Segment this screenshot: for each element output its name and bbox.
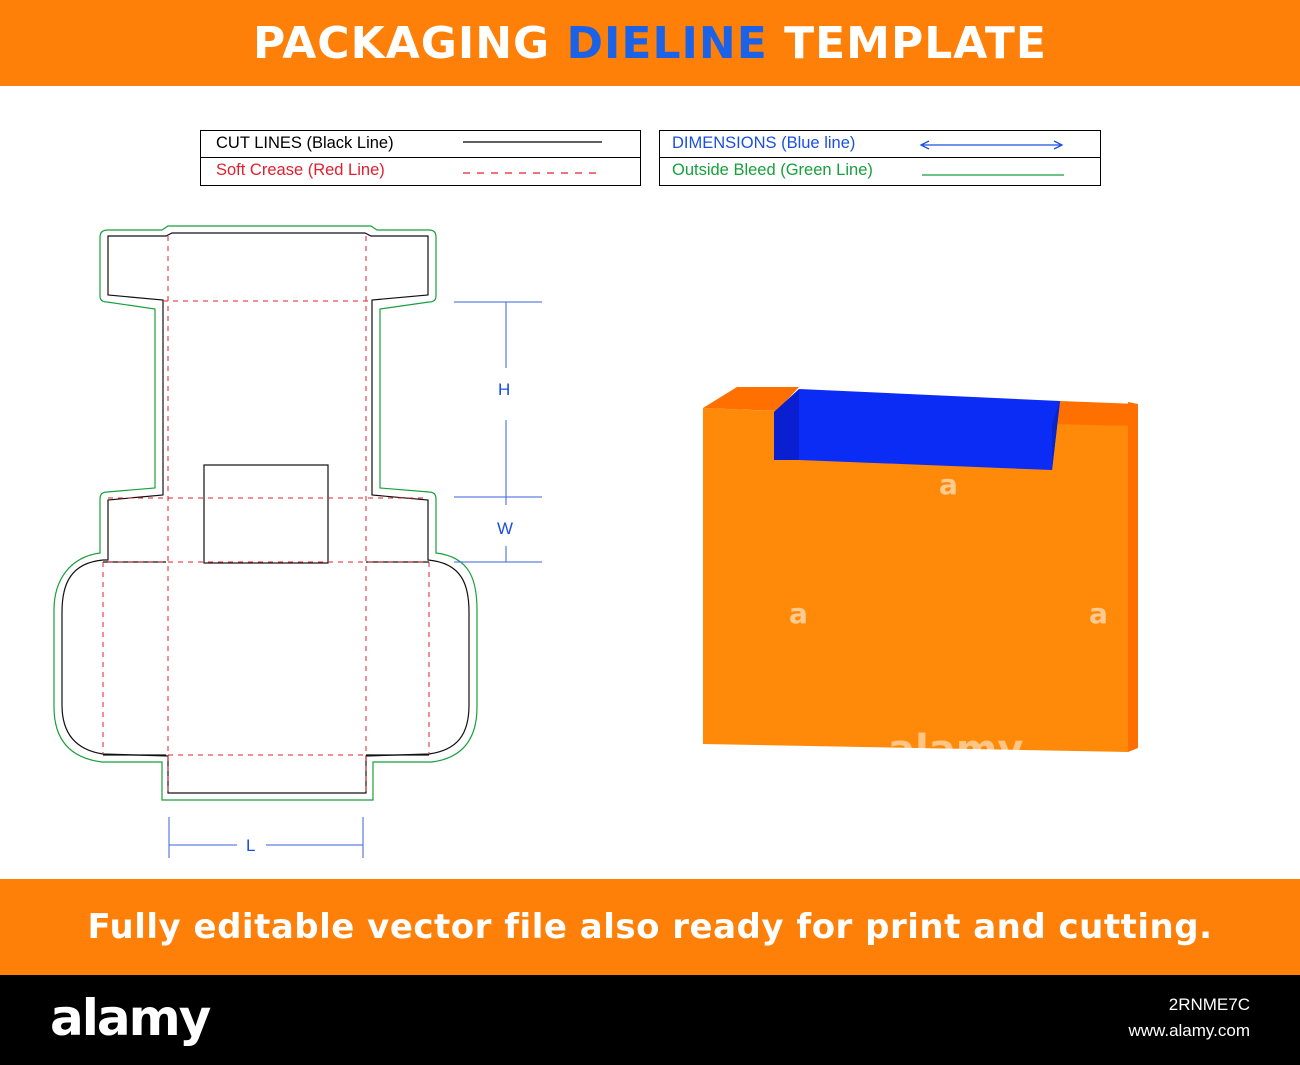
- title-part-2: DIELINE: [566, 17, 768, 69]
- title-banner: PACKAGING DIELINE TEMPLATE: [0, 0, 1300, 86]
- image-id: 2RNME7C: [1168, 995, 1250, 1014]
- footer-bar: alamy 2RNME7C www.alamy.com: [0, 975, 1300, 1065]
- window-panel: [203, 464, 329, 564]
- legend-bleed-label: Outside Bleed (Green Line): [672, 161, 873, 179]
- legend-row-bleed: Outside Bleed (Green Line): [660, 157, 1100, 183]
- bleed-outline: [53, 225, 478, 801]
- watermark-logo: alamy: [888, 727, 1023, 773]
- box-inner-left-wall: [774, 389, 799, 460]
- title-part-1: PACKAGING: [253, 17, 551, 69]
- box-top-right-flap: [1052, 401, 1138, 426]
- watermark-letter: a: [1089, 597, 1108, 630]
- watermark-marks: a a a alamy: [789, 468, 1108, 773]
- legend-cut-label: CUT LINES (Black Line): [216, 134, 394, 152]
- box-front-face: [703, 408, 1128, 752]
- box-mockup: [703, 387, 1138, 752]
- box-right-side: [1128, 402, 1138, 752]
- cut-inner-lines: [103, 561, 429, 756]
- dimension-h-label: H: [498, 380, 510, 399]
- legend-row-cut: CUT LINES (Black Line): [201, 131, 640, 157]
- dimension-w-label: W: [497, 519, 513, 538]
- footer-banner: Fully editable vector file also ready fo…: [0, 879, 1300, 975]
- legend-crease-label: Soft Crease (Red Line): [216, 161, 385, 179]
- dimension-l-label: L: [246, 836, 255, 855]
- legend-left: CUT LINES (Black Line) Soft Crease (Red …: [200, 130, 641, 186]
- legend-right: DIMENSIONS (Blue line) Outside Bleed (Gr…: [659, 130, 1101, 186]
- alamy-logo: alamy: [50, 989, 211, 1047]
- footer-banner-text: Fully editable vector file also ready fo…: [87, 907, 1213, 947]
- legend-row-crease: Soft Crease (Red Line): [201, 157, 640, 183]
- watermark-letter: a: [789, 597, 808, 630]
- footer-url: www.alamy.com: [1128, 1021, 1250, 1040]
- legend-dimensions-label: DIMENSIONS (Blue line): [672, 134, 856, 152]
- box-inner-back: [799, 389, 1060, 470]
- title-part-3: TEMPLATE: [784, 17, 1047, 69]
- dimension-lines: [168, 301, 542, 858]
- box-inner-right-edge: [1052, 401, 1060, 470]
- legend-row-dimensions: DIMENSIONS (Blue line): [660, 131, 1100, 157]
- box-top-left-flap: [703, 387, 799, 411]
- crease-lines: [102, 236, 430, 793]
- cut-outline: [61, 232, 470, 794]
- watermark-letter: a: [939, 468, 958, 501]
- legend-dimension-sample: [919, 140, 1064, 150]
